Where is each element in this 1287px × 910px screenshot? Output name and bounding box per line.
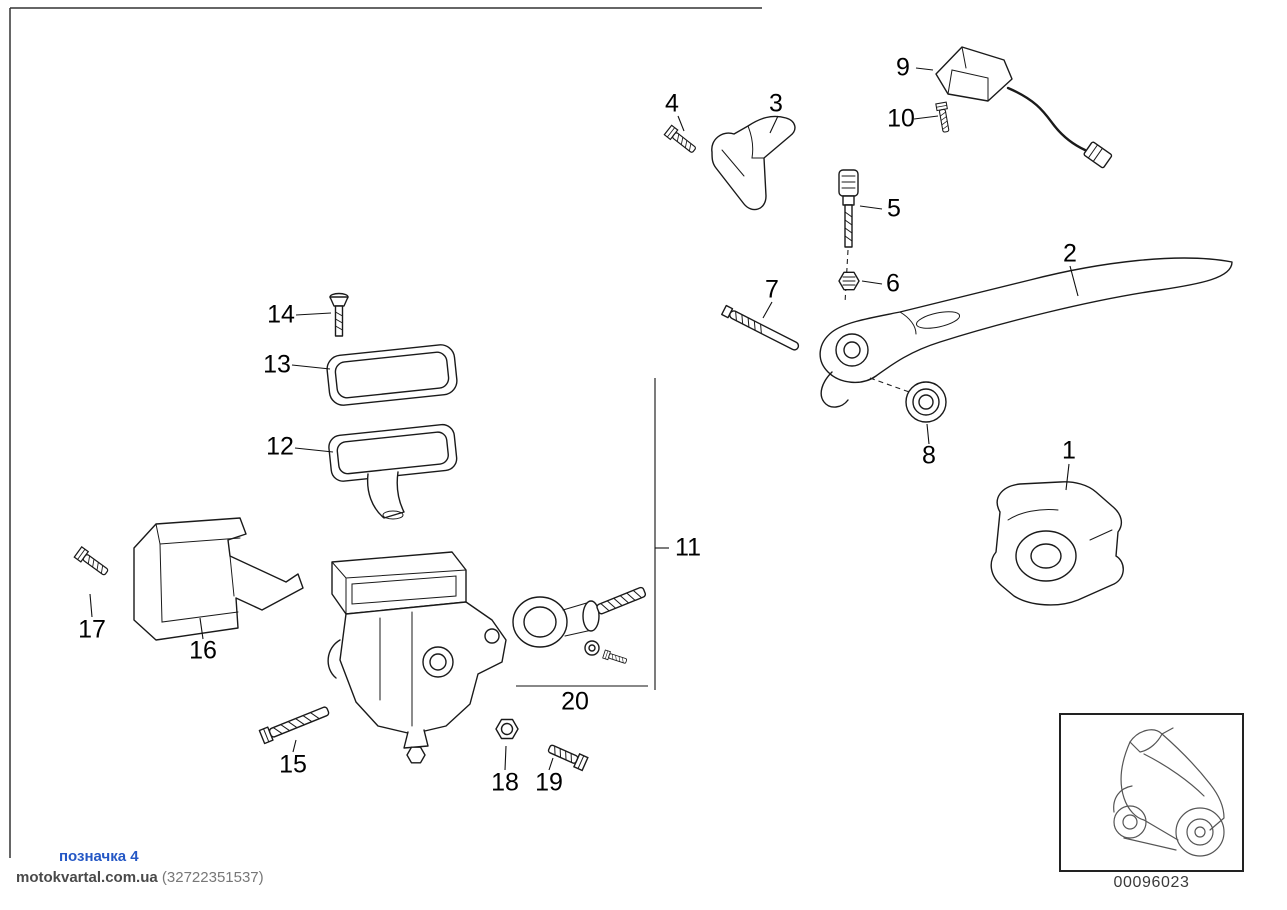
callout-6: 6 bbox=[886, 269, 900, 298]
reservoir-diaphragm-part bbox=[328, 423, 458, 520]
lever-cover-part bbox=[133, 517, 304, 641]
callout-5: 5 bbox=[887, 194, 901, 223]
lever-pin-part bbox=[721, 304, 800, 351]
switch-screw-part bbox=[935, 101, 952, 134]
callout-7: 7 bbox=[765, 275, 779, 304]
callout-1: 1 bbox=[1062, 436, 1076, 465]
callout-leader-lines bbox=[89, 67, 1079, 771]
callout-9: 9 bbox=[896, 53, 910, 82]
clamp-bracket-part bbox=[711, 115, 796, 211]
pivot-bushing-part bbox=[905, 381, 947, 423]
thumbnail-box bbox=[1059, 713, 1244, 872]
callout-12: 12 bbox=[266, 432, 294, 461]
callout-18: 18 bbox=[491, 768, 519, 797]
cap-screw-part bbox=[329, 292, 349, 337]
page-frame bbox=[9, 7, 762, 858]
callout-8: 8 bbox=[922, 441, 936, 470]
callout-20: 20 bbox=[561, 687, 589, 716]
mount-screw-part bbox=[545, 741, 589, 772]
watermark-mark-link[interactable]: позначка 4 bbox=[59, 848, 139, 865]
callout-3: 3 bbox=[769, 89, 783, 118]
callout-15: 15 bbox=[279, 750, 307, 779]
callout-16: 16 bbox=[189, 636, 217, 665]
watermark-site-domain: motokvartal.com.ua bbox=[16, 869, 158, 886]
callout-10: 10 bbox=[887, 104, 915, 133]
part-code: 00096023 bbox=[1113, 874, 1190, 891]
callout-17: 17 bbox=[78, 615, 106, 644]
plunger-assembly-part bbox=[512, 586, 648, 687]
switch-housing-part bbox=[990, 481, 1124, 606]
motorcycle-icon bbox=[1113, 727, 1225, 857]
master-cylinder-body bbox=[327, 551, 507, 764]
reservoir-cap-part bbox=[326, 344, 458, 406]
switch-with-cable-part bbox=[935, 46, 1113, 169]
clamp-bolt-part bbox=[258, 706, 330, 745]
callout-2: 2 bbox=[1063, 239, 1077, 268]
callout-13: 13 bbox=[263, 350, 291, 379]
bracket-screw-part bbox=[663, 124, 699, 156]
watermark-site: motokvartal.com.ua (32722351537) bbox=[16, 869, 264, 886]
callout-11: 11 bbox=[675, 533, 701, 562]
callout-14: 14 bbox=[267, 300, 295, 329]
adjusting-screw-part bbox=[838, 169, 859, 304]
mount-nut-part bbox=[495, 718, 519, 740]
watermark-site-code: (32722351537) bbox=[161, 869, 264, 886]
callout-19: 19 bbox=[535, 768, 563, 797]
cover-screw-part bbox=[73, 546, 111, 579]
callout-4: 4 bbox=[665, 89, 679, 118]
brake-lever-part bbox=[819, 257, 1233, 408]
adjuster-nut-part bbox=[838, 271, 860, 291]
assembly-bracket-line bbox=[654, 378, 669, 690]
